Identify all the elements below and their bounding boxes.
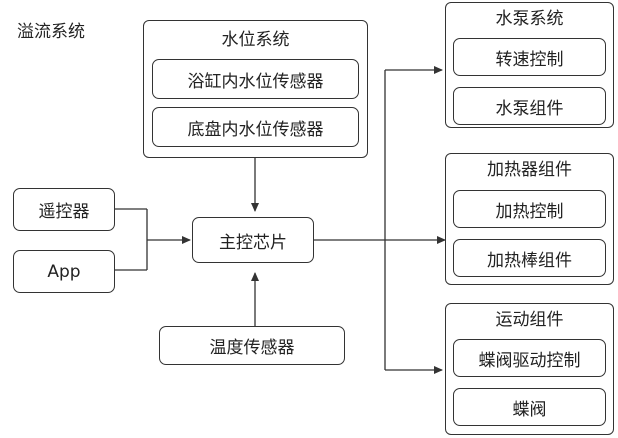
water-level-system-group: 水位系统 浴缸内水位传感器 底盘内水位传感器	[143, 20, 368, 158]
motion-group-title: 运动组件	[495, 310, 564, 330]
butterfly-valve-drive-control: 蝶阀驱动控制	[453, 339, 606, 377]
heater-group-title: 加热器组件	[487, 160, 572, 180]
pump-assembly: 水泵组件	[453, 87, 606, 125]
heating-control: 加热控制	[453, 190, 606, 228]
motion-group: 运动组件 蝶阀驱动控制 蝶阀	[445, 303, 614, 435]
overflow-system-label: 溢流系统	[17, 22, 85, 42]
water-level-system-title: 水位系统	[221, 30, 290, 50]
speed-control: 转速控制	[453, 38, 606, 76]
main-control-chip: 主控芯片	[192, 217, 314, 263]
temperature-sensor: 温度传感器	[159, 326, 345, 365]
heating-rod-assembly: 加热棒组件	[453, 239, 606, 277]
pump-system-group: 水泵系统 转速控制 水泵组件	[445, 2, 614, 128]
bathtub-water-level-sensor: 浴缸内水位传感器	[152, 59, 359, 99]
remote-control: 遥控器	[13, 188, 115, 231]
chassis-water-level-sensor: 底盘内水位传感器	[152, 107, 359, 147]
heater-group: 加热器组件 加热控制 加热棒组件	[445, 153, 614, 285]
app-node: App	[13, 250, 115, 293]
butterfly-valve: 蝶阀	[453, 388, 606, 426]
pump-system-title: 水泵系统	[495, 9, 564, 29]
